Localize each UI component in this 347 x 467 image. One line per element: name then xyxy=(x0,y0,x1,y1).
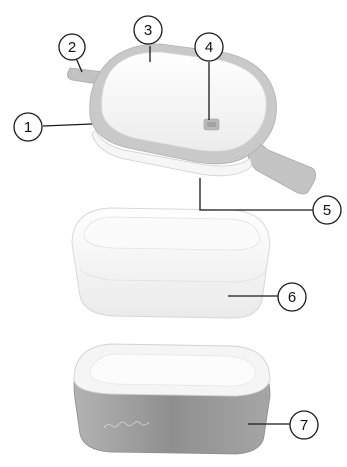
callout-5-label: 5 xyxy=(323,202,331,219)
callout-7-label: 7 xyxy=(300,417,308,434)
callout-2: 2 xyxy=(59,34,85,60)
callout-6-label: 6 xyxy=(288,289,296,306)
callout-1-label: 1 xyxy=(24,119,32,136)
callout-7: 7 xyxy=(290,411,318,439)
callout-6: 6 xyxy=(278,283,306,311)
leader-1 xyxy=(43,124,92,126)
callout-4: 4 xyxy=(195,33,223,61)
inner-box-opening xyxy=(84,217,260,250)
callout-4-label: 4 xyxy=(205,39,213,56)
callout-1: 1 xyxy=(14,113,42,141)
callout-2-label: 2 xyxy=(68,39,76,56)
lid-assembly xyxy=(68,44,316,194)
callout-3: 3 xyxy=(134,16,162,44)
callout-3-label: 3 xyxy=(144,22,152,39)
callout-5: 5 xyxy=(313,196,341,224)
inner-box xyxy=(72,208,270,318)
outer-box xyxy=(74,344,270,454)
